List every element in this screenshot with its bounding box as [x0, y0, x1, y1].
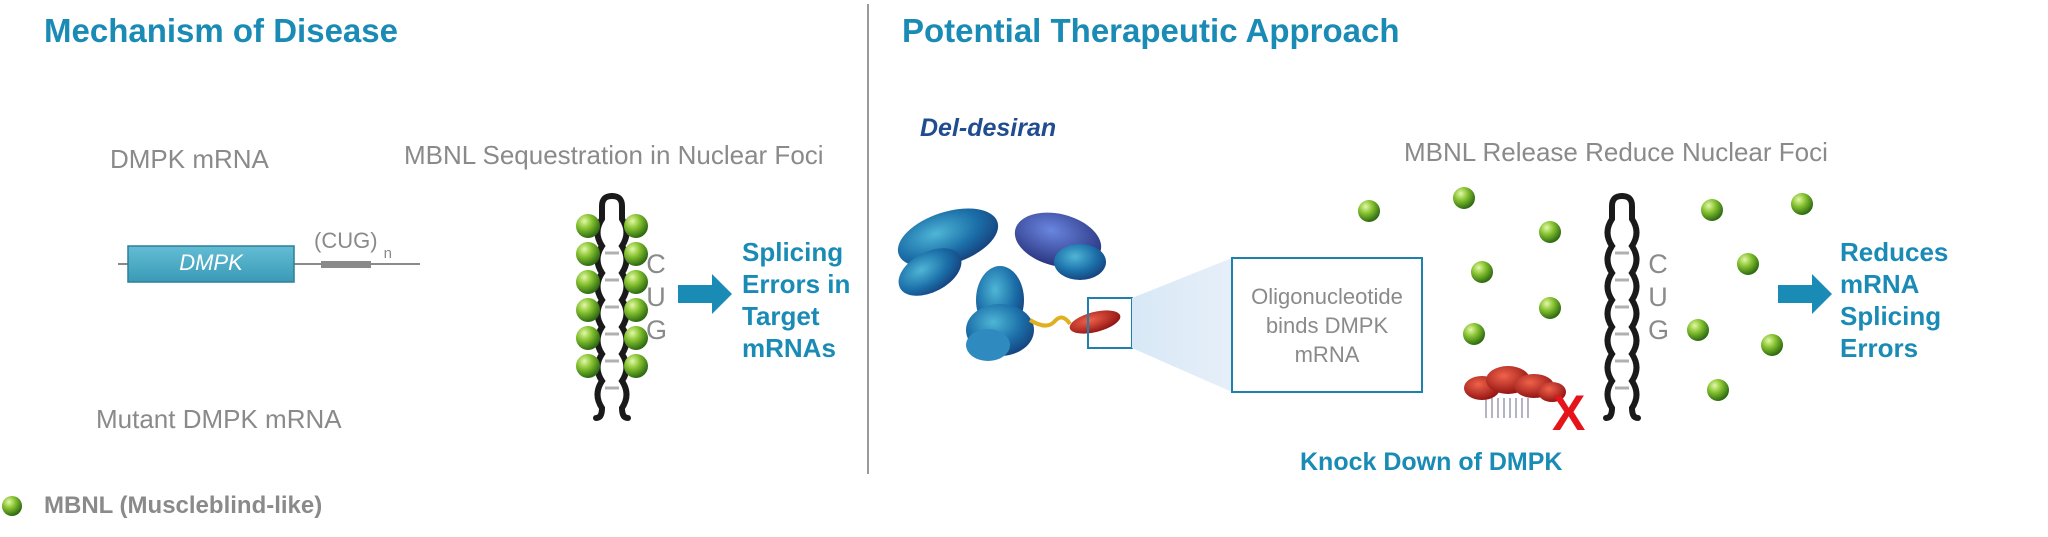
outcome-line: Errors — [1840, 333, 1919, 363]
cug-repeat-text: (CUG) — [314, 228, 378, 253]
dmpk-exon-box — [127, 245, 295, 283]
mbnl-sphere — [1358, 200, 1380, 222]
outcome-line: mRNAs — [742, 333, 836, 363]
mbnl-sphere — [576, 270, 600, 294]
left-outcome-arrow — [678, 274, 732, 314]
mbnl-sphere — [576, 298, 600, 322]
cug-repeat-subscript: n — [383, 245, 393, 262]
mutant-dmpk-label: Mutant DMPK mRNA — [96, 404, 342, 434]
left-outcome-text: Splicing Errors in Target mRNAs — [742, 236, 872, 364]
mbnl-sphere — [1761, 334, 1783, 356]
mbnl-sphere — [624, 242, 648, 266]
mbnl-sphere — [1701, 199, 1723, 221]
cug-letter-g: G — [1648, 315, 1670, 345]
oligo-line: Oligonucleotide — [1251, 284, 1403, 309]
right-cug-letters: C U G — [1648, 248, 1670, 347]
legend-label: MBNL (Muscleblind-like) — [44, 492, 323, 519]
right-outcome-text: Reduces mRNA Splicing Errors — [1840, 236, 1970, 364]
left-mutant-mrna — [384, 417, 816, 423]
knockdown-x-mark: X — [1552, 385, 1586, 441]
dmpk-gene-schematic — [118, 245, 420, 283]
mbnl-sphere — [1539, 221, 1561, 243]
zoom-cone — [1132, 258, 1232, 392]
mbnl-sphere — [624, 298, 648, 322]
mbnl-sphere — [1737, 253, 1759, 275]
left-cug-letters: C U G — [646, 248, 668, 347]
mbnl-sphere — [576, 326, 600, 350]
left-hairpin — [576, 193, 648, 421]
mbnl-sphere — [1471, 261, 1493, 283]
oligonucleotide-callout — [1231, 257, 1423, 393]
mbnl-sphere — [576, 214, 600, 238]
mbnl-sphere — [1539, 297, 1561, 319]
cug-repeat-segment — [321, 261, 371, 268]
outcome-line: Splicing — [742, 237, 844, 267]
mbnl-sphere — [576, 242, 600, 266]
hairpin-strand — [1603, 193, 1625, 421]
oligo-callout-text: Oligonucleotide binds DMPK mRNA — [1232, 282, 1422, 369]
outcome-line: Errors in — [742, 269, 851, 299]
mbnl-sphere — [1463, 323, 1485, 345]
mbnl-sphere — [624, 270, 648, 294]
mbnl-sphere — [576, 354, 600, 378]
cug-letter-u: U — [1648, 282, 1668, 312]
sequestration-label: MBNL Sequestration in Nuclear Foci — [404, 140, 824, 170]
free-mbnl-spheres — [1358, 187, 1813, 401]
left-panel-title: Mechanism of Disease — [44, 12, 398, 49]
mbnl-sphere — [1791, 193, 1813, 215]
mbnl-sphere — [1707, 379, 1729, 401]
hairpin-strand — [1619, 193, 1641, 421]
outcome-line: mRNA — [1840, 269, 1920, 299]
mbnl-sphere — [624, 214, 648, 238]
mbnl-sphere — [624, 326, 648, 350]
outcome-line: Reduces — [1840, 237, 1949, 267]
cug-letter-g: G — [646, 315, 668, 345]
drug-name: Del-desiran — [920, 114, 1057, 142]
bound-oligonucleotide — [1464, 366, 1566, 418]
knockdown-label: Knock Down of DMPK — [1300, 448, 1563, 476]
mbnl-sphere — [1453, 187, 1475, 209]
mbnl-sphere — [1687, 319, 1709, 341]
mbnl-sphere — [624, 354, 648, 378]
oligo-line: mRNA — [1294, 342, 1360, 367]
dmpk-box-label: DMPK — [179, 250, 243, 275]
outcome-line: Target — [742, 301, 820, 331]
outcome-line: Splicing — [1840, 301, 1942, 331]
cug-letter-c: C — [646, 249, 666, 279]
antibody-oligo-conjugate — [897, 208, 1133, 361]
right-outcome-arrow — [1778, 274, 1832, 314]
cug-letter-u: U — [646, 282, 666, 312]
cug-repeat-label: (CUG) n — [314, 228, 392, 262]
release-label: MBNL Release Reduce Nuclear Foci — [1404, 137, 1828, 167]
dmpk-mrna-label: DMPK mRNA — [110, 144, 269, 174]
right-hairpin — [1603, 193, 1641, 421]
right-panel-title: Potential Therapeutic Approach — [902, 12, 1400, 49]
cug-letter-c: C — [1648, 249, 1668, 279]
mbnl-sphere-icon — [2, 496, 22, 516]
oligo-line: binds DMPK — [1265, 313, 1389, 338]
